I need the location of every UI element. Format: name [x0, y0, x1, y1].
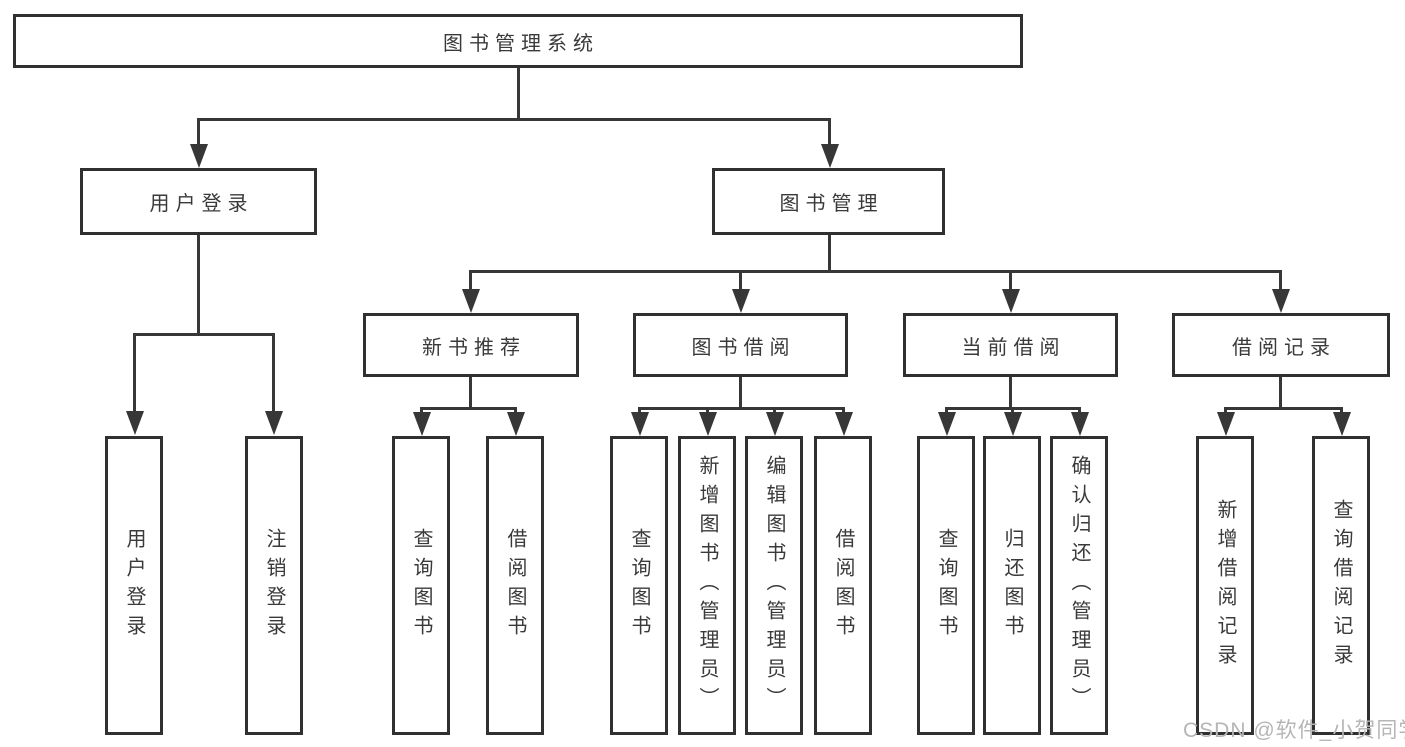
node-user-login: 用户登录 [80, 168, 317, 235]
arrow-to-leaf-borrow-book-2 [842, 407, 845, 412]
node-borrow-records: 借阅记录 [1172, 313, 1390, 377]
leaf-borrow-book-2-label: 借阅图书 [832, 527, 854, 644]
connector-book-mgmt-stub [828, 235, 831, 272]
connector-root-stub [517, 68, 520, 120]
leaf-user-login-label: 用户登录 [123, 527, 145, 644]
leaf-query-book-1: 查询图书 [392, 436, 450, 735]
leaf-query-book-3: 查询图书 [917, 436, 975, 735]
arrow-to-leaf-logout [272, 333, 275, 411]
connector-current-borrow-stub [1009, 377, 1012, 410]
connector-book-mgmt-hline [469, 270, 1282, 273]
node-book-borrow-label: 图书借阅 [691, 336, 796, 359]
leaf-query-book-2: 查询图书 [610, 436, 668, 735]
connector-user-login-hline [133, 333, 275, 336]
node-book-borrow: 图书借阅 [633, 313, 848, 377]
leaf-query-book-3-label: 查询图书 [935, 527, 957, 644]
node-borrow-records-label: 借阅记录 [1232, 336, 1336, 359]
leaf-query-borrow-record-label: 查询借阅记录 [1330, 498, 1352, 673]
leaf-borrow-book-1-label: 借阅图书 [504, 527, 526, 644]
leaf-edit-book-admin-label: 编辑图书（管理员） [763, 455, 785, 716]
leaf-logout-label: 注销登录 [263, 527, 285, 644]
leaf-query-borrow-record: 查询借阅记录 [1312, 436, 1370, 735]
node-root-label: 图书管理系统 [443, 32, 599, 55]
node-book-management: 图书管理 [712, 168, 945, 235]
leaf-add-book-admin: 新增图书（管理员） [678, 436, 736, 735]
arrow-to-user-login [197, 118, 200, 144]
arrow-to-leaf-confirm-return [1078, 407, 1081, 412]
node-book-management-label: 图书管理 [779, 193, 884, 215]
connector-borrow-records-hline [1224, 407, 1343, 410]
leaf-add-book-admin-label: 新增图书（管理员） [696, 455, 718, 716]
arrow-to-leaf-edit-book [773, 407, 776, 412]
arrow-to-leaf-query-book-1 [420, 407, 423, 412]
leaf-confirm-return-admin: 确认归还（管理员） [1050, 436, 1108, 735]
leaf-query-book-2-label: 查询图书 [628, 527, 650, 644]
arrow-to-borrow-records [1279, 270, 1282, 289]
node-user-login-label: 用户登录 [149, 193, 254, 215]
arrow-to-leaf-borrow-book-1 [514, 407, 517, 412]
arrow-to-book-mgmt [828, 118, 831, 144]
node-current-borrow: 当前借阅 [903, 313, 1118, 377]
node-current-borrow-label: 当前借阅 [961, 336, 1066, 359]
connector-book-borrow-hline [638, 407, 845, 410]
arrow-to-leaf-query-book-2 [638, 407, 641, 412]
arrow-to-current-borrow [1009, 270, 1012, 289]
node-new-books: 新书推荐 [363, 313, 579, 377]
arrow-to-leaf-query-record [1340, 407, 1343, 412]
arrow-to-leaf-return-book [1011, 407, 1014, 412]
leaf-borrow-book-2: 借阅图书 [814, 436, 872, 735]
arrow-to-book-borrow [739, 270, 742, 289]
connector-user-login-stub [197, 235, 200, 335]
arrow-to-leaf-add-record [1224, 407, 1227, 412]
leaf-logout: 注销登录 [245, 436, 303, 735]
leaf-borrow-book-1: 借阅图书 [486, 436, 544, 735]
node-root: 图书管理系统 [13, 14, 1023, 68]
leaf-return-book: 归还图书 [983, 436, 1041, 735]
arrow-to-leaf-login [133, 333, 136, 411]
connector-new-books-hline [420, 407, 517, 410]
leaf-return-book-label: 归还图书 [1001, 527, 1023, 644]
leaf-edit-book-admin: 编辑图书（管理员） [745, 436, 803, 735]
leaf-user-login: 用户登录 [105, 436, 163, 735]
connector-new-books-stub [469, 377, 472, 410]
connector-book-borrow-stub [739, 377, 742, 410]
node-new-books-label: 新书推荐 [422, 336, 526, 359]
connector-root-hline [197, 118, 831, 121]
leaf-add-borrow-record: 新增借阅记录 [1196, 436, 1254, 735]
connector-borrow-records-stub [1279, 377, 1282, 410]
leaf-confirm-return-admin-label: 确认归还（管理员） [1068, 455, 1090, 716]
leaf-query-book-1-label: 查询图书 [410, 527, 432, 644]
arrow-to-leaf-add-book [706, 407, 709, 412]
leaf-add-borrow-record-label: 新增借阅记录 [1214, 498, 1236, 673]
watermark: CSDN @软件_小贺同学 [1183, 719, 1405, 742]
arrow-to-leaf-query-book-3 [945, 407, 948, 412]
arrow-to-new-books [469, 270, 472, 289]
